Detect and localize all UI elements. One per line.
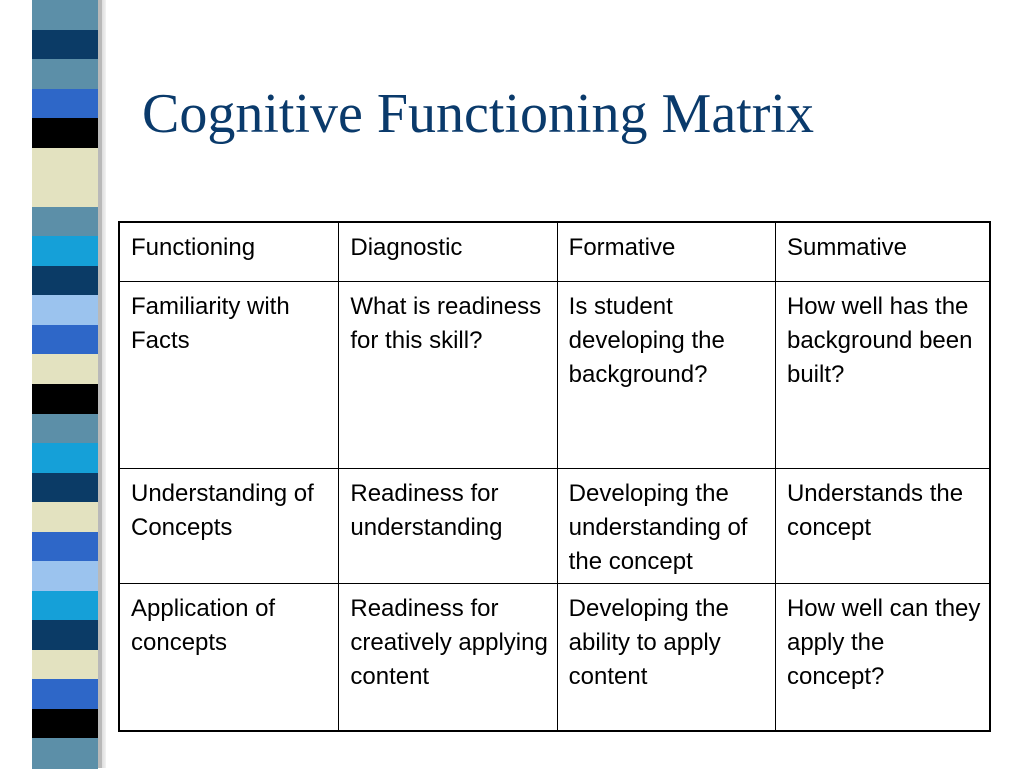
stripe-band: [32, 649, 98, 681]
decorative-stripe: [0, 0, 122, 769]
page-title: Cognitive Functioning Matrix: [142, 83, 814, 145]
stripe-band: [32, 738, 98, 769]
stripe-band: [32, 206, 98, 238]
table-cell: Application of concepts: [118, 583, 340, 732]
table-cell: How well can they apply the concept?: [774, 583, 991, 732]
header-formative: Formative: [556, 221, 776, 282]
stripe-band: [32, 679, 98, 710]
stripe-band: [32, 118, 98, 149]
table-row: Understanding of Concepts Readiness for …: [118, 468, 991, 584]
table-header-row: Functioning Diagnostic Formative Summati…: [118, 221, 991, 282]
stripe-band: [32, 29, 98, 61]
table-cell: Understands the concept: [774, 468, 991, 584]
stripe-band: [32, 502, 98, 533]
table-row: Application of concepts Readiness for cr…: [118, 583, 991, 732]
table-row: Familiarity with Facts What is readiness…: [118, 281, 991, 469]
table-cell: Readiness for creatively applying conten…: [338, 583, 558, 732]
stripe-band: [32, 354, 98, 385]
stripe-band: [32, 147, 98, 179]
table-cell: Familiarity with Facts: [118, 281, 340, 469]
stripe-shadow: [98, 0, 106, 768]
header-diagnostic: Diagnostic: [338, 221, 558, 282]
stripe-band: [32, 236, 98, 267]
cognitive-matrix-table: Functioning Diagnostic Formative Summati…: [118, 221, 991, 732]
stripe-band: [32, 620, 98, 651]
stripe-band: [32, 472, 98, 504]
stripe-band: [32, 708, 98, 740]
table-cell: How well has the background been built?: [774, 281, 991, 469]
stripe-band: [32, 590, 98, 622]
stripe-band: [32, 561, 98, 592]
stripe-band: [32, 295, 98, 326]
stripe-band: [32, 88, 98, 120]
table-cell: Understanding of Concepts: [118, 468, 340, 584]
stripe-band: [32, 531, 98, 563]
table-cell: What is readiness for this skill?: [338, 281, 558, 469]
header-functioning: Functioning: [118, 221, 340, 282]
table-cell: Readiness for understanding: [338, 468, 558, 584]
stripe-band: [32, 384, 98, 415]
stripe-bands: [32, 0, 98, 769]
stripe-band: [32, 413, 98, 445]
stripe-band: [32, 177, 98, 208]
header-summative: Summative: [774, 221, 991, 282]
table-cell: Developing the understanding of the conc…: [556, 468, 776, 584]
stripe-band: [32, 443, 98, 474]
stripe-band: [32, 324, 98, 356]
table-cell: Developing the ability to apply content: [556, 583, 776, 732]
stripe-band: [32, 59, 98, 90]
stripe-band: [32, 0, 98, 31]
table-cell: Is student developing the background?: [556, 281, 776, 469]
stripe-band: [32, 265, 98, 297]
